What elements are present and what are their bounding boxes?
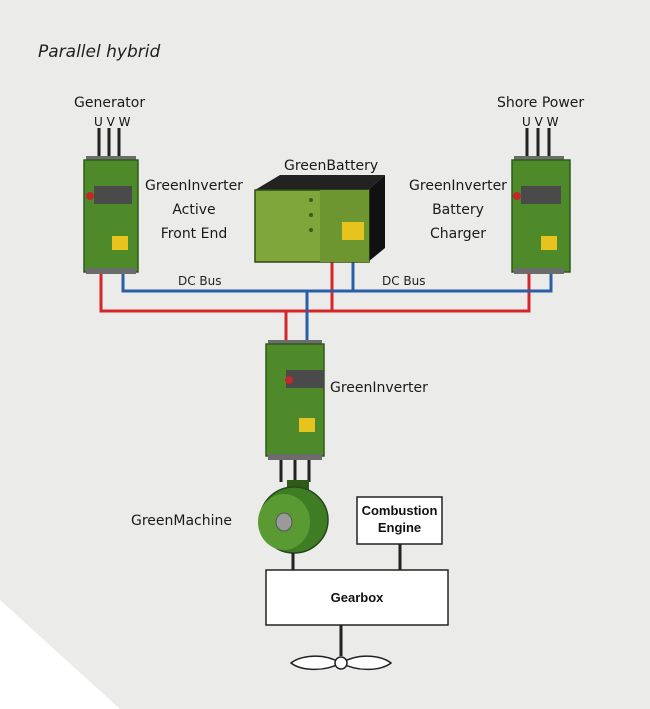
- battery-device: [254, 175, 385, 263]
- inverter-afe-label-3: Front End: [160, 226, 228, 242]
- inverter-charger-label-2: Battery: [432, 202, 484, 218]
- inverter-afe-device: [83, 128, 139, 274]
- machine-label: GreenMachine: [131, 513, 233, 529]
- machine-device: [258, 480, 329, 554]
- gearbox-box: [265, 569, 449, 626]
- combustion-engine-label: Combustion Engine: [357, 502, 442, 536]
- inverter-main-label: GreenInverter: [330, 380, 428, 396]
- inverter-main-device: [265, 340, 325, 482]
- combustion-engine-label-1: Combustion: [361, 503, 438, 518]
- dc-bus-right-label: DC Bus: [382, 274, 426, 288]
- inverter-charger-label-3: Charger: [430, 226, 486, 242]
- dc-bus-left-label: DC Bus: [178, 274, 222, 288]
- combustion-engine-box: [356, 496, 443, 545]
- inverter-afe-label-1: GreenInverter: [145, 178, 243, 194]
- shore-power-phases: U V W: [522, 115, 559, 129]
- page-title: Parallel hybrid: [38, 42, 161, 62]
- inverter-afe-label-2: Active: [172, 202, 216, 218]
- inverter-charger-label-1: GreenInverter: [409, 178, 507, 194]
- battery-label: GreenBattery: [284, 158, 379, 174]
- dc-bus-wiring: [99, 262, 553, 340]
- inverter-charger-device: [511, 128, 571, 274]
- propeller-icon: [289, 655, 393, 671]
- shore-power-label: Shore Power: [497, 95, 585, 111]
- combustion-engine-label-2: Engine: [377, 520, 422, 535]
- generator-label: Generator: [74, 95, 146, 111]
- gearbox-label: Gearbox: [330, 590, 384, 605]
- generator-phases: U V W: [94, 115, 131, 129]
